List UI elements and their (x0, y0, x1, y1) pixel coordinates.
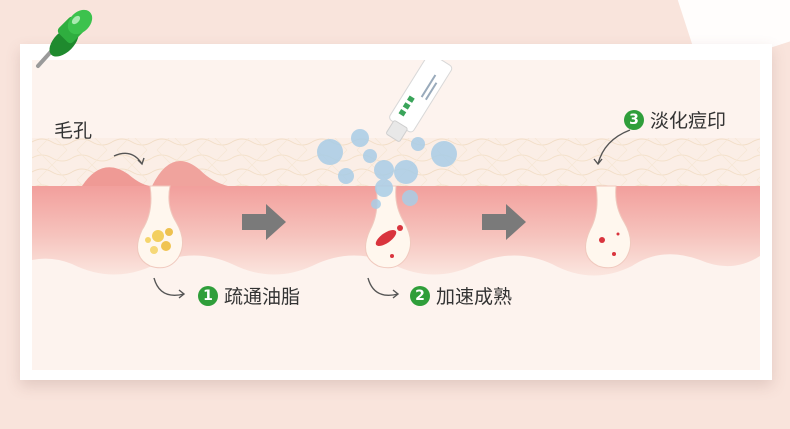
curved-pointer-arrow-icon (597, 129, 631, 165)
oil-blob (150, 246, 158, 254)
inflamed-bump (82, 167, 152, 186)
pore-inflamed (365, 185, 411, 269)
oil-blob (152, 230, 164, 242)
curved-pointer-arrow-icon (153, 277, 185, 296)
diagram-canvas: 毛孔 1 疏通油脂 2 加速成熟 3 淡化痘印 (32, 60, 760, 370)
curved-pointer-arrow-icon (367, 277, 399, 296)
step1-text: 疏通油脂 (224, 286, 301, 308)
red-spot (375, 229, 397, 247)
push-pin-icon (36, 9, 93, 68)
pore-label: 毛孔 (54, 116, 92, 143)
red-spot (390, 254, 394, 258)
red-spot (616, 232, 620, 236)
step3-text: 淡化痘印 (650, 110, 727, 132)
step1-number-badge: 1 (198, 285, 218, 306)
diagram-card: 毛孔 1 疏通油脂 2 加速成熟 3 淡化痘印 (20, 44, 772, 380)
step3-number-badge: 3 (624, 109, 644, 130)
pore-healing (585, 185, 631, 269)
step3-label: 3 淡化痘印 (624, 106, 726, 133)
pore-oily (137, 185, 183, 269)
red-spot (397, 225, 403, 231)
oil-blob (145, 237, 151, 243)
step2-text: 加速成熟 (436, 286, 513, 308)
step1-label: 1 疏通油脂 (198, 282, 300, 309)
skin-cross-section (32, 60, 760, 299)
pore-label-text: 毛孔 (54, 120, 93, 142)
step2-number-badge: 2 (410, 285, 430, 306)
ointment-tube-image (386, 60, 453, 142)
red-spot (612, 252, 616, 256)
oil-blob (161, 241, 171, 251)
bubbles (317, 129, 457, 209)
right-arrow-icon (242, 204, 286, 240)
inflamed-bump (152, 161, 228, 186)
step2-label: 2 加速成熟 (410, 282, 512, 309)
oil-blob (165, 228, 173, 236)
right-arrow-icon (482, 204, 526, 240)
red-spot (599, 237, 605, 243)
